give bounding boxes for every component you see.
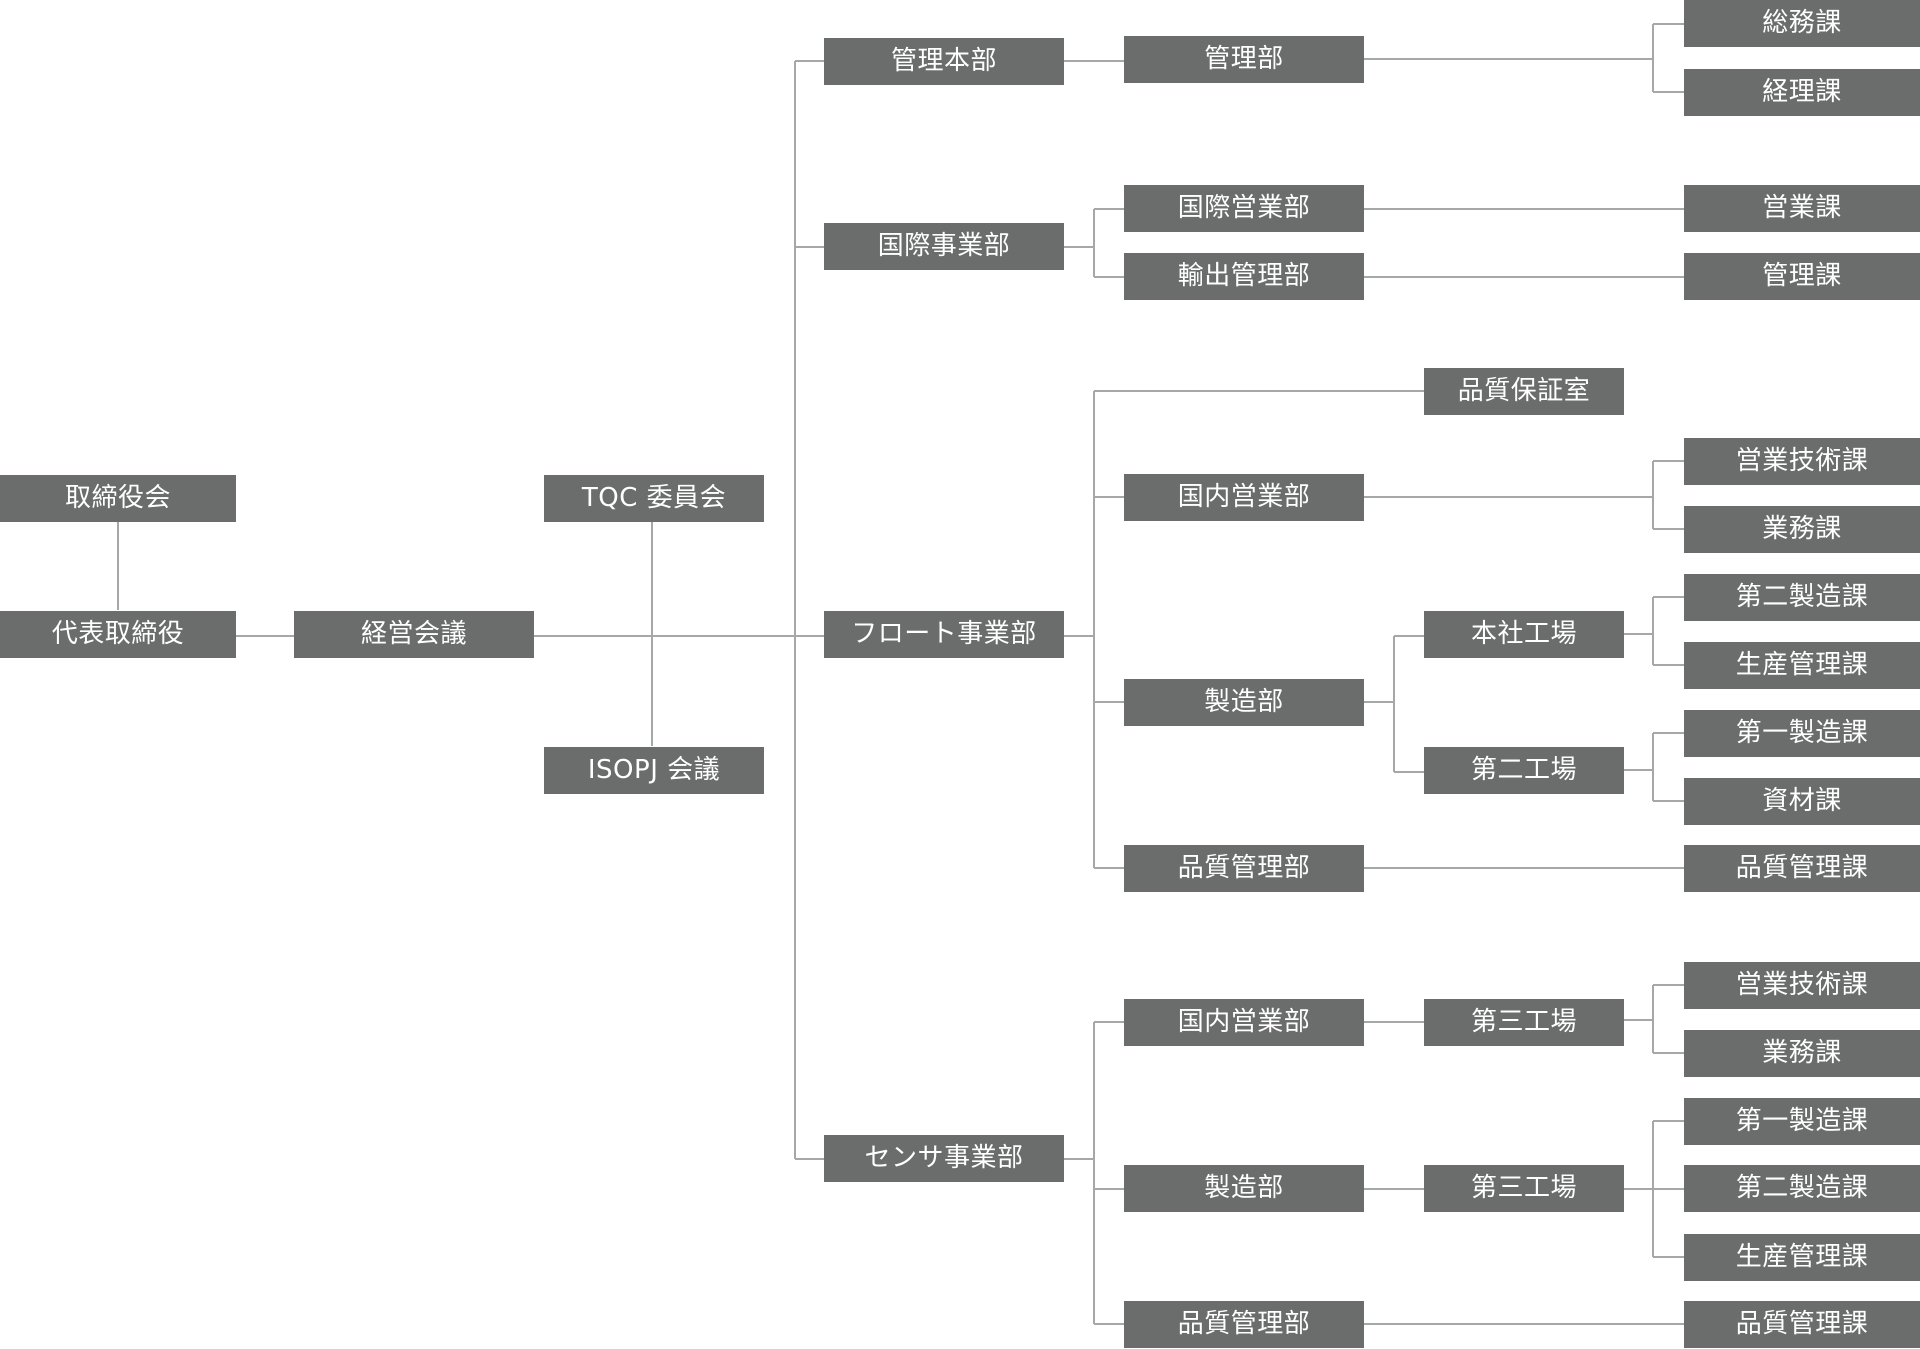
node-sensor-third-factory-sales: 第三工場 [1424, 999, 1624, 1046]
node-float-second-factory: 第二工場 [1424, 747, 1624, 794]
node-accounting-sec: 経理課 [1684, 69, 1920, 116]
node-admin-dept: 管理部 [1124, 36, 1364, 83]
node-float-hq-factory: 本社工場 [1424, 611, 1624, 658]
node-admin-hq: 管理本部 [824, 38, 1064, 85]
node-qa-office: 品質保証室 [1424, 368, 1624, 415]
node-ceo: 代表取締役 [0, 611, 236, 658]
node-float-sales-eng-sec: 営業技術課 [1684, 438, 1920, 485]
node-float-qc-sec: 品質管理課 [1684, 845, 1920, 892]
node-float-business-sec: 業務課 [1684, 506, 1920, 553]
node-float-1st-mfg-sec: 第一製造課 [1684, 710, 1920, 757]
node-sensor-third-factory-mfg: 第三工場 [1424, 1165, 1624, 1212]
node-intl-sales-sec: 営業課 [1684, 185, 1920, 232]
node-management-meeting: 経営会議 [294, 611, 534, 658]
node-float-domestic-sales: 国内営業部 [1124, 474, 1364, 521]
node-sensor-qc-dept: 品質管理部 [1124, 1301, 1364, 1348]
node-sensor-business-sec: 業務課 [1684, 1030, 1920, 1077]
node-float-division: フロート事業部 [824, 611, 1064, 658]
node-float-2nd-mfg-sec: 第二製造課 [1684, 574, 1920, 621]
node-sensor-mfg-dept: 製造部 [1124, 1165, 1364, 1212]
node-sensor-qc-sec: 品質管理課 [1684, 1301, 1920, 1348]
node-sensor-prod-mgmt-sec: 生産管理課 [1684, 1234, 1920, 1281]
node-sensor-division: センサ事業部 [824, 1135, 1064, 1182]
node-float-materials-sec: 資材課 [1684, 778, 1920, 825]
node-float-mfg-dept: 製造部 [1124, 679, 1364, 726]
node-float-qc-dept: 品質管理部 [1124, 845, 1364, 892]
node-intl-sales-dept: 国際営業部 [1124, 185, 1364, 232]
node-tqc-committee: TQC 委員会 [544, 475, 764, 522]
node-sensor-1st-mfg-sec: 第一製造課 [1684, 1098, 1920, 1145]
node-sensor-domestic-sales: 国内営業部 [1124, 999, 1364, 1046]
node-sensor-sales-eng-sec: 営業技術課 [1684, 962, 1920, 1009]
node-float-prod-mgmt-sec: 生産管理課 [1684, 642, 1920, 689]
node-board: 取締役会 [0, 475, 236, 522]
node-export-mgmt-sec: 管理課 [1684, 253, 1920, 300]
node-general-affairs-sec: 総務課 [1684, 0, 1920, 47]
node-intl-division: 国際事業部 [824, 223, 1064, 270]
node-isopj-meeting: ISOPJ 会議 [544, 747, 764, 794]
node-sensor-2nd-mfg-sec: 第二製造課 [1684, 1165, 1920, 1212]
node-export-mgmt-dept: 輸出管理部 [1124, 253, 1364, 300]
